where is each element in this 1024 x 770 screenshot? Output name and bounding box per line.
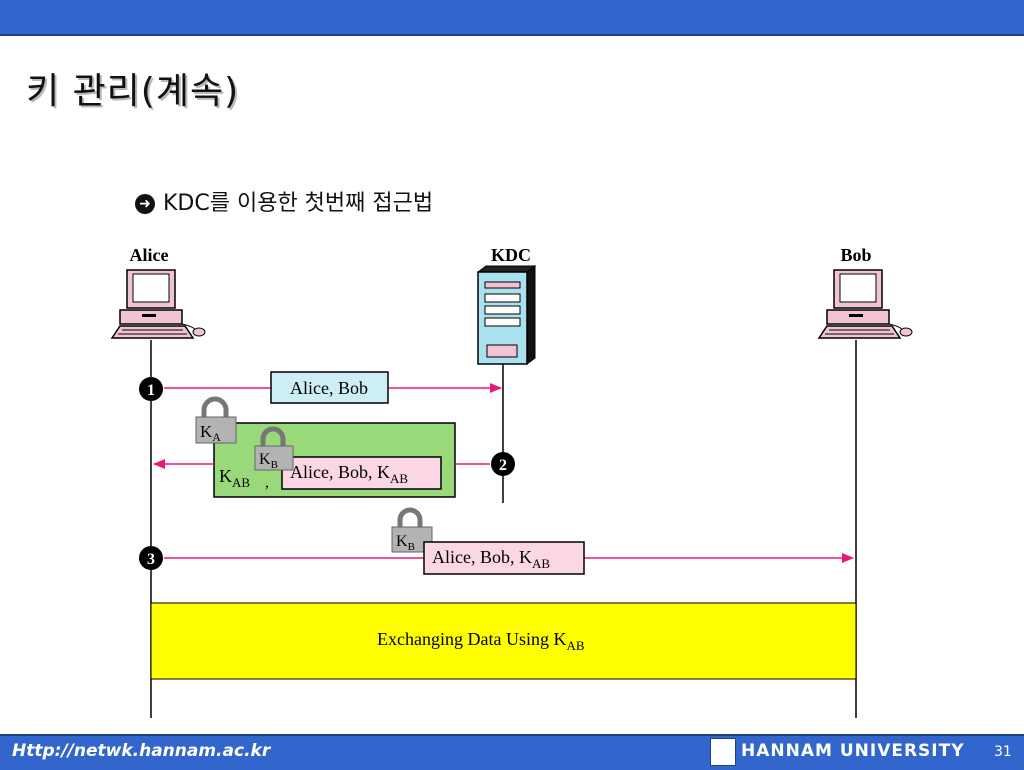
step1-badge bbox=[139, 377, 163, 401]
bullet-text: KDC를 이용한 첫번째 접근법 bbox=[163, 191, 434, 216]
lock-kb-inner-icon: KB bbox=[254, 426, 294, 471]
bob-computer-icon bbox=[817, 269, 913, 339]
alice-label: Alice bbox=[130, 245, 169, 265]
msg2-inner-text: Alice, Bob, KAB bbox=[290, 462, 408, 486]
msg1-box bbox=[270, 371, 389, 404]
footer-university: HANNAM UNIVERSITY bbox=[741, 741, 965, 761]
lock-kb-inner-label: KB bbox=[259, 451, 278, 471]
footer-url[interactable]: Http://netwk.hannam.ac.kr bbox=[12, 741, 271, 761]
bottom-bar bbox=[0, 734, 1024, 770]
lock-ka-icon: KA bbox=[195, 396, 237, 444]
step1-number: 1 bbox=[147, 382, 155, 399]
page-number: 31 bbox=[994, 744, 1012, 760]
lock-kb-step3-label: KB bbox=[396, 533, 415, 553]
alice-computer-icon bbox=[110, 269, 206, 339]
msg3-text: Alice, Bob, KAB bbox=[432, 547, 550, 571]
step3-badge bbox=[139, 546, 163, 570]
university-logo-icon bbox=[710, 738, 736, 766]
msg3-box bbox=[423, 541, 585, 575]
bob-label: Bob bbox=[840, 245, 871, 265]
exchange-data-text: Exchanging Data Using KAB bbox=[377, 629, 585, 653]
bullet-arrow-icon: ➜ bbox=[135, 194, 155, 214]
outer-key-label: KAB bbox=[219, 466, 250, 490]
msg2-inner-box bbox=[281, 456, 442, 490]
step3-number: 3 bbox=[147, 551, 155, 568]
step2-number: 2 bbox=[499, 457, 507, 474]
exchange-data-box bbox=[150, 602, 857, 680]
lock-kb-step3-icon: KB bbox=[391, 507, 433, 553]
lock-ka-label: KA bbox=[200, 422, 221, 444]
outer-comma: , bbox=[265, 474, 269, 491]
kdc-label: KDC bbox=[491, 245, 531, 265]
kdc-server-icon bbox=[476, 265, 537, 365]
top-bar bbox=[0, 0, 1024, 36]
step2-badge bbox=[491, 452, 515, 476]
bullet-line: ➜ KDC를 이용한 첫번째 접근법 bbox=[135, 185, 433, 217]
msg1-text: Alice, Bob bbox=[290, 378, 368, 398]
slide-title: 키 관리(계속) bbox=[26, 71, 240, 112]
